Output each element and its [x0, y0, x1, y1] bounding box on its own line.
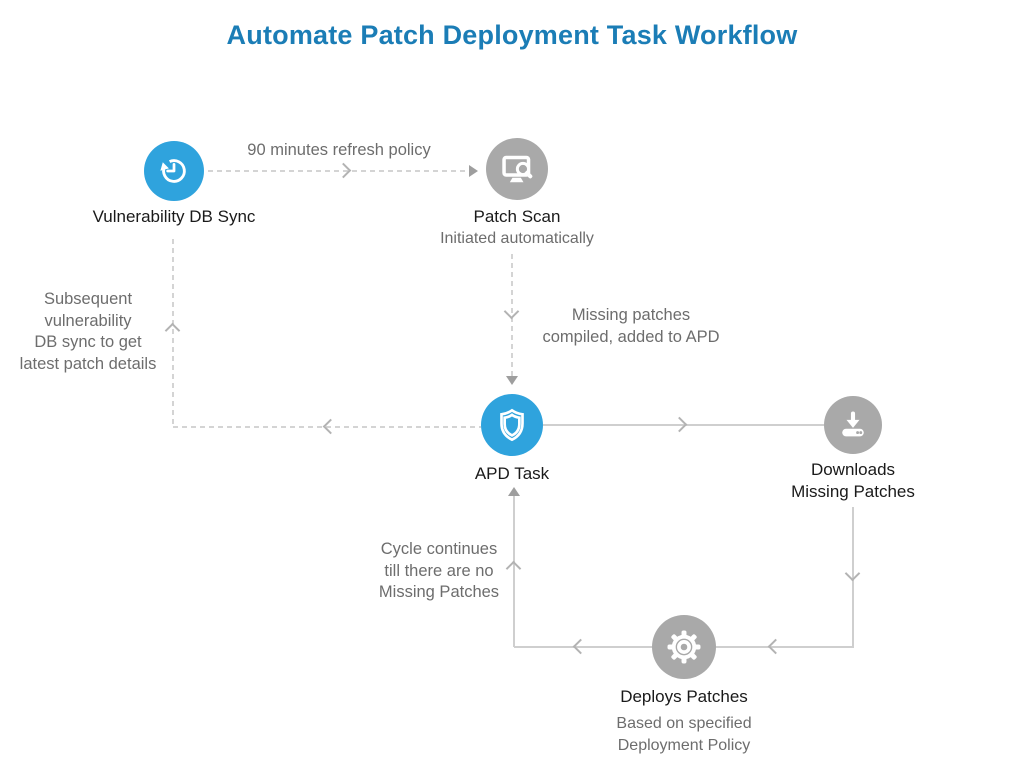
arrow-downloads-down	[852, 507, 854, 648]
shield-icon	[500, 408, 524, 442]
vuln-db-sync-label: Vulnerability DB Sync	[92, 207, 256, 226]
chevron-left-icon	[767, 638, 784, 655]
arrow-up-to-apd	[513, 492, 515, 647]
chevron-left-icon	[572, 638, 589, 655]
refresh-policy-note: 90 minutes refresh policy	[247, 141, 431, 159]
arrowhead-right-icon	[469, 165, 478, 177]
arrow-scan-to-apd	[511, 254, 513, 376]
apd-task-label: APD Task	[474, 464, 550, 483]
chevron-down-icon	[844, 565, 861, 582]
arrowhead-down-icon	[506, 376, 518, 385]
apd-task-node	[481, 394, 543, 456]
arrow-left-to-sync	[172, 239, 174, 427]
deploys-patches-sublabel: Based on specified Deployment Policy	[616, 715, 752, 754]
downloads-label: Downloads Missing Patches	[791, 460, 915, 501]
deploys-patches-label: Deploys Patches	[620, 687, 748, 706]
patch-scan-label: Patch Scan	[473, 207, 561, 226]
downloads-node	[824, 396, 882, 454]
download-icon	[842, 411, 864, 437]
missing-patches-note: Missing patches compiled, added to APD	[542, 306, 720, 346]
vuln-db-sync-node	[144, 141, 204, 201]
chevron-down-icon	[503, 303, 520, 320]
deploys-patches-node	[652, 615, 716, 679]
history-sync-icon	[160, 159, 186, 183]
arrowhead-up-icon	[508, 487, 520, 496]
arrow-apd-to-downloads	[543, 424, 824, 426]
monitor-search-icon	[502, 155, 533, 183]
cycle-continues-note: Cycle continues till there are no Missin…	[378, 540, 500, 601]
page-title: Automate Patch Deployment Task Workflow	[226, 20, 798, 50]
arrow-sync-to-scan	[208, 170, 470, 172]
arrow-apd-to-left	[173, 426, 481, 428]
patch-scan-node	[486, 138, 548, 200]
chevron-right-icon	[671, 416, 688, 433]
gear-icon	[667, 630, 701, 664]
subsequent-sync-note: Subsequent vulnerability DB sync to get …	[19, 290, 157, 373]
patch-scan-sublabel: Initiated automatically	[440, 230, 594, 247]
chevron-left-icon	[322, 418, 339, 435]
chevron-right-icon	[335, 162, 352, 179]
